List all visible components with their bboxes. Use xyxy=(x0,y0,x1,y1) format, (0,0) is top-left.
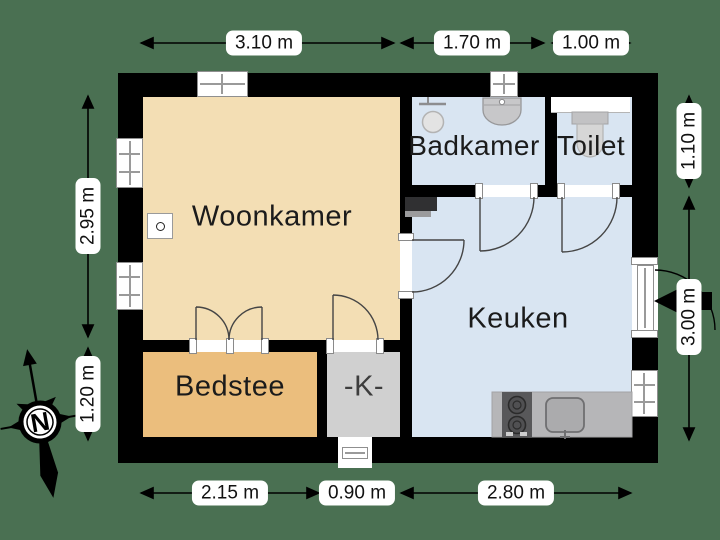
door-gap-toilet xyxy=(562,185,617,197)
door-jamb xyxy=(326,338,334,354)
dimension-label-bottom-1: 2.15 m xyxy=(191,480,269,506)
geyser-icon xyxy=(405,197,437,217)
window-left-1 xyxy=(116,138,143,188)
door-jamb xyxy=(557,183,565,199)
room-label-keuken: Keuken xyxy=(467,302,569,335)
room-woonkamer xyxy=(143,97,400,340)
window-mullion xyxy=(119,153,140,155)
door-jamb xyxy=(398,233,414,241)
door-arc-double-left xyxy=(195,306,230,341)
kitchen-counter xyxy=(491,391,633,439)
bathroom-sink-icon xyxy=(482,97,522,126)
door-gap-badkamer xyxy=(480,185,534,197)
door-arc-badkamer xyxy=(479,196,535,252)
room-label-badkamer: Badkamer xyxy=(408,130,540,161)
door-jamb xyxy=(261,338,269,354)
room-kast xyxy=(327,352,400,437)
door-jamb xyxy=(376,338,384,354)
toilet-icon xyxy=(571,111,609,158)
room-label-bedstee: Bedstee xyxy=(175,370,285,403)
dimension-label-right-1: 1.10 m xyxy=(676,102,702,180)
hatch-window xyxy=(342,447,368,459)
window-mullion xyxy=(634,384,655,386)
door-jamb xyxy=(631,257,658,265)
door-jamb xyxy=(398,291,414,299)
door-jamb xyxy=(612,183,620,199)
chimney-point xyxy=(147,213,173,239)
door-gap-woonkamer-keuken xyxy=(400,240,412,292)
dimension-label-bottom-2: 0.90 m xyxy=(318,480,396,506)
dimension-label-bottom-3: 2.80 m xyxy=(477,480,555,506)
window-mullion xyxy=(643,373,645,414)
room-label-toilet: Toilet xyxy=(556,130,626,161)
room-bedstee xyxy=(143,352,317,437)
room-label-kast: -K- xyxy=(343,370,385,403)
window-top-1 xyxy=(197,71,248,97)
window-mullion xyxy=(129,141,131,185)
window-right-1 xyxy=(631,370,658,417)
entrance-arrow-icon xyxy=(654,289,678,313)
door-swings xyxy=(195,196,716,341)
window-mullion xyxy=(345,452,365,454)
kitchen-sink-icon xyxy=(545,397,585,433)
room-label-woonkamer: Woonkamer xyxy=(191,200,353,233)
dimension-label-top-3: 1.00 m xyxy=(552,30,630,56)
window-top-2 xyxy=(490,71,518,97)
window-mullion xyxy=(119,171,140,173)
window-mullion xyxy=(129,265,131,307)
compass-north-icon: N xyxy=(0,349,80,498)
dimension-label-left-2: 1.20 m xyxy=(75,355,101,433)
window-mullion xyxy=(634,401,655,403)
entrance-marker xyxy=(698,292,712,310)
door-arc-kast xyxy=(332,294,379,341)
window-mullion xyxy=(503,74,505,94)
window-mullion xyxy=(119,294,140,296)
door-arc-double-right xyxy=(228,306,263,341)
door-jamb xyxy=(475,183,483,199)
dimension-label-top-1: 3.10 m xyxy=(225,30,303,56)
chimney-flue-icon xyxy=(156,222,165,231)
entrance-door-leaf xyxy=(637,265,654,331)
shower-icon xyxy=(419,97,446,134)
window-mullion xyxy=(221,74,223,94)
dimension-label-top-2: 1.70 m xyxy=(433,30,511,56)
door-arc-toilet xyxy=(561,196,618,253)
door-arc-woonkamer-keuken xyxy=(411,239,465,293)
door-jamb xyxy=(226,338,234,354)
door-gap-kast xyxy=(330,340,380,352)
dimension-label-right-2: 3.00 m xyxy=(676,278,702,356)
window-left-2 xyxy=(116,262,143,310)
door-leaf-line xyxy=(644,268,646,328)
compass-letter: N xyxy=(28,406,52,439)
door-jamb xyxy=(189,338,197,354)
dimension-label-left-1: 2.95 m xyxy=(75,177,101,255)
window-mullion xyxy=(119,276,140,278)
